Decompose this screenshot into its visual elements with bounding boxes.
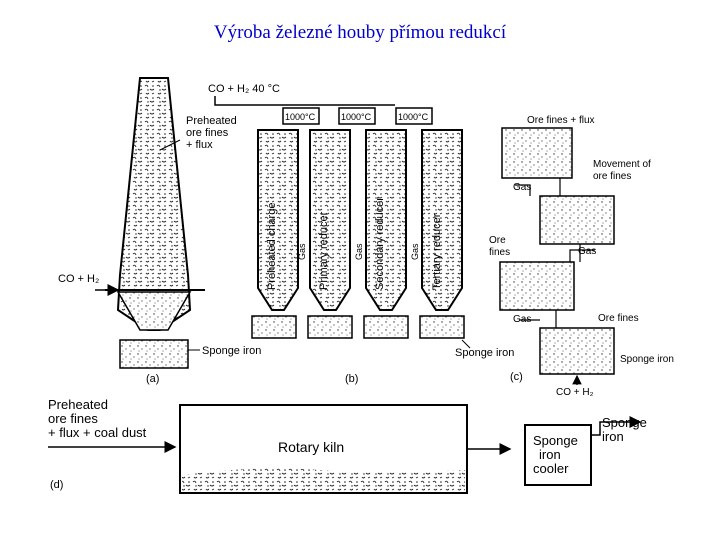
charge-leader-line: [159, 139, 181, 151]
fluidized-bed-c: Ore fines + flux Movement of ore fines G…: [489, 115, 674, 398]
page-title: Výroba železné houby přímou redukcí: [213, 22, 507, 43]
cooler-label-2: iron: [539, 447, 561, 462]
product-label-c: Sponge iron: [620, 354, 674, 365]
heater-temp-1: 1000°C: [285, 112, 316, 122]
ore-label-c: Ore: [489, 235, 506, 246]
kiln-feed-label-1: Preheated: [48, 397, 108, 412]
column-label-3: Secondary reducer: [374, 197, 386, 290]
cooler-label-1: Sponge: [533, 433, 578, 448]
sponge-iron-cooler: [524, 424, 592, 486]
kiln-label: Rotary kiln: [278, 439, 344, 455]
kiln-feed-label-2: ore fines: [48, 411, 98, 426]
heater-temp-3: 1000°C: [398, 112, 429, 122]
product-leader-line-b: [461, 339, 471, 349]
cooler-label-3: cooler: [533, 461, 569, 476]
product-label-d-1: Sponge: [602, 415, 647, 430]
rotary-kiln-d: Preheated ore fines + flux + coal dust R…: [48, 397, 647, 494]
reactor-column-4: Tertiary reducer: [419, 129, 465, 339]
gas-in-label-a: CO + H₂: [58, 273, 99, 285]
gas-label-b2: Gas: [354, 243, 364, 260]
heater-1: 1000°C: [282, 107, 320, 125]
reactor-column-1: Preheated charge Gas: [251, 129, 307, 339]
kiln-feed-label-3: + flux + coal dust: [48, 425, 147, 440]
heater-temp-2: 1000°C: [341, 112, 372, 122]
feed-label-c: Ore fines + flux: [527, 115, 595, 126]
reactor-column-2: Primary reducer Gas: [307, 129, 364, 339]
gas-inlet-label-b: CO + H₂ 40 °C: [208, 83, 280, 95]
product-label-b: Sponge iron: [455, 347, 514, 359]
fines-label-c: fines: [489, 247, 510, 258]
kiln-charge-bed: [182, 468, 465, 491]
heater-2: 1000°C: [338, 107, 376, 125]
column-label-1: Preheated charge: [266, 203, 278, 290]
movement-label-1: Movement of: [593, 159, 651, 170]
bed-1: [501, 127, 573, 179]
heater-3: 1000°C: [395, 107, 433, 125]
gas-in-label-c: CO + H₂: [556, 387, 594, 398]
gas-header-pipe: [214, 96, 395, 106]
reactor-column-3: Secondary reducer Gas: [363, 129, 420, 339]
movement-label-2: ore fines: [593, 171, 631, 182]
bed-4: [539, 327, 615, 375]
gas-label-c1: Gas: [513, 182, 531, 193]
gas-label-b3: Gas: [410, 243, 420, 260]
caption-c: (c): [510, 371, 523, 383]
flow-path: [515, 178, 595, 328]
reactor-train-b: CO + H₂ 40 °C 1000°C 1000°C 1000°C Prehe…: [208, 83, 514, 385]
ore-fines-label-c2: Ore fines: [598, 313, 639, 324]
product-label-d-2: iron: [602, 429, 624, 444]
charge-label-2: ore fines: [186, 127, 229, 139]
caption-d: (d): [50, 479, 63, 491]
gas-label-c3: Gas: [513, 314, 531, 325]
product-label-a: Sponge iron: [202, 345, 261, 357]
shaft-bottom-cone: [116, 291, 192, 331]
gas-label-b1: Gas: [297, 243, 307, 260]
gas-label-c2: Gas: [578, 246, 596, 257]
shaft-furnace-a: CO + H₂ Preheated ore fines + flux Spong…: [58, 77, 261, 385]
column-label-4: Tertiary reducer: [431, 213, 443, 290]
column-label-2: Primary reducer: [318, 211, 330, 290]
bed-3: [499, 261, 575, 311]
sponge-iron-bin-a: [119, 339, 189, 369]
caption-a: (a): [146, 373, 159, 385]
charge-label-3: + flux: [186, 139, 213, 151]
charge-label-1: Preheated: [186, 115, 237, 127]
bed-2: [539, 195, 615, 245]
caption-b: (b): [345, 373, 358, 385]
